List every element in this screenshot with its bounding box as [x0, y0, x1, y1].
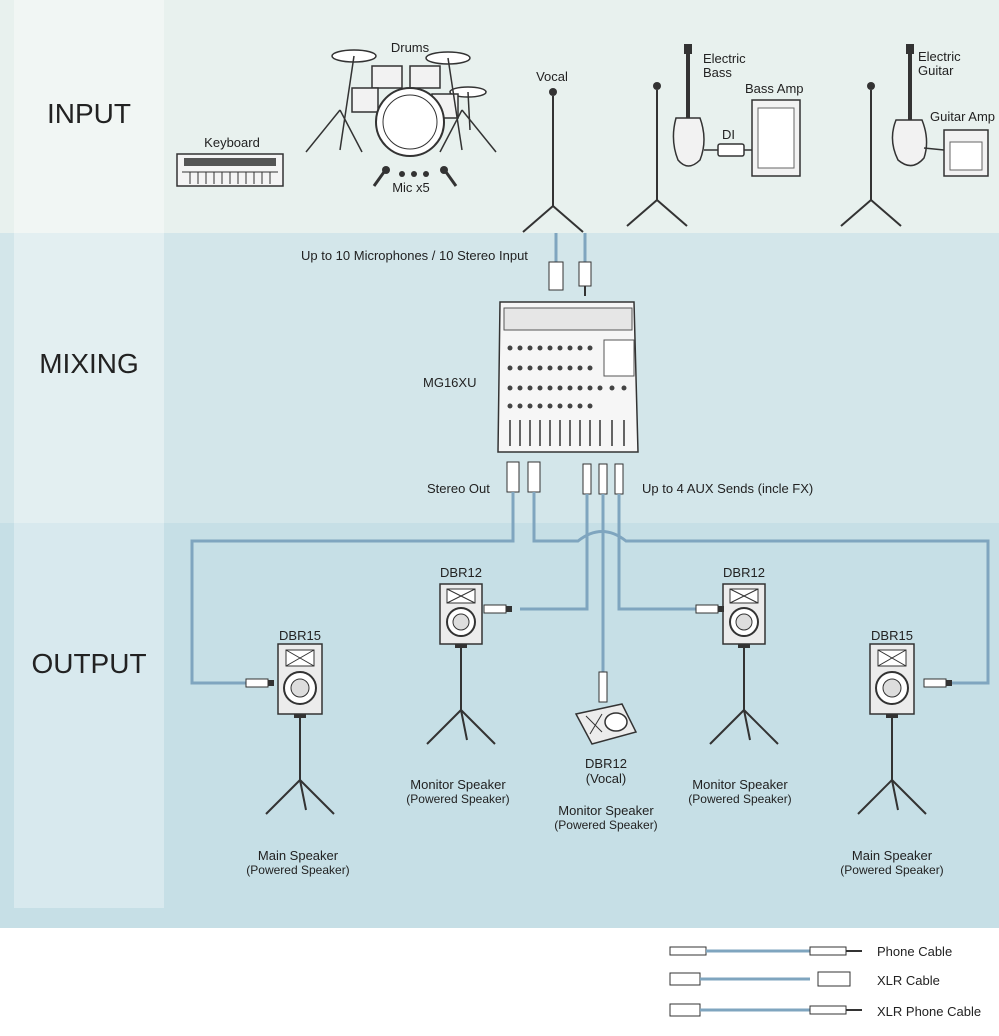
legend-phone-cable-label: Phone Cable: [877, 944, 953, 959]
stereo-out-label: Stereo Out: [427, 481, 490, 496]
vocal-label: Vocal: [536, 69, 568, 84]
aux-sends-label: Up to 4 AUX Sends (incle FX): [642, 481, 814, 496]
mixer-model-label: MG16XU: [423, 375, 477, 390]
mixer-icon: [497, 301, 639, 453]
electric-guitar-icon: [891, 44, 945, 167]
monitor-right-model: DBR12: [723, 565, 765, 580]
vocal-monitor-type: (Powered Speaker): [554, 818, 658, 832]
output-side-panel: [14, 523, 164, 908]
main-left-model: DBR15: [279, 628, 321, 643]
vocal-monitor-model: DBR12: [585, 756, 627, 771]
main-right-model: DBR15: [871, 628, 913, 643]
monitor-speaker-right-icon: [695, 583, 779, 745]
di-label: DI: [722, 127, 735, 142]
monitor-left-type: (Powered Speaker): [406, 792, 510, 806]
section-label-output: OUTPUT: [31, 648, 147, 679]
main-right-type: (Powered Speaker): [840, 863, 944, 877]
vocal-mic-stand-icon: [522, 87, 584, 233]
input-side-panel: [14, 0, 164, 233]
main-speaker-right-icon: [857, 643, 953, 815]
legend-xlr-phone-cable-icon: [669, 1003, 862, 1017]
main-left-type: (Powered Speaker): [246, 863, 350, 877]
guitar-mic-stand-icon: [840, 81, 902, 227]
keyboard-icon: [176, 153, 284, 187]
bass-amp-icon: [751, 99, 801, 177]
monitor-left-model: DBR12: [440, 565, 482, 580]
legend-xlr-cable-icon: [669, 971, 851, 987]
monitor-speaker-left-icon: [426, 583, 513, 745]
bass-amp-label: Bass Amp: [745, 81, 804, 96]
input-cables: [548, 233, 592, 296]
mic-x5-label: Mic x5: [392, 180, 430, 195]
legend-xlr-phone-cable-label: XLR Phone Cable: [877, 1004, 982, 1019]
main-right-name: Main Speaker: [851, 848, 933, 863]
aux-send-plugs: [582, 463, 624, 495]
section-label-mixing: MIXING: [39, 348, 139, 379]
output-cables: [190, 492, 990, 685]
main-speaker-left-icon: [245, 643, 335, 815]
electric-guitar-label-line2: Guitar: [918, 63, 954, 78]
section-label-input: INPUT: [47, 98, 131, 129]
drum-kit-icon: [305, 49, 497, 157]
legend-phone-cable-icon: [669, 946, 862, 956]
output-band: [0, 523, 999, 928]
mixing-side-panel: [14, 233, 164, 523]
inputs-caption: Up to 10 Microphones / 10 Stereo Input: [301, 248, 528, 263]
monitor-left-name: Monitor Speaker: [410, 777, 506, 792]
monitor-right-name: Monitor Speaker: [692, 777, 788, 792]
drum-mic-icons: [372, 166, 458, 187]
vocal-monitor-icon: [574, 671, 638, 745]
stereo-out-plugs: [506, 461, 541, 493]
legend-xlr-cable-label: XLR Cable: [877, 973, 940, 988]
di-box-icon: [704, 143, 752, 157]
keyboard-label: Keyboard: [204, 135, 260, 150]
electric-guitar-label-line1: Electric: [918, 49, 961, 64]
drums-label: Drums: [390, 40, 430, 55]
guitar-amp-icon: [943, 129, 989, 177]
electric-bass-label-line2: Bass: [703, 65, 732, 80]
electric-bass-icon: [672, 44, 705, 167]
vocal-monitor-model-note: (Vocal): [585, 771, 627, 786]
input-band: [0, 0, 999, 233]
guitar-amp-label: Guitar Amp: [930, 109, 996, 124]
monitor-right-type: (Powered Speaker): [688, 792, 792, 806]
electric-bass-label-line1: Electric: [703, 51, 746, 66]
main-left-name: Main Speaker: [257, 848, 339, 863]
vocal-monitor-name: Monitor Speaker: [558, 803, 654, 818]
